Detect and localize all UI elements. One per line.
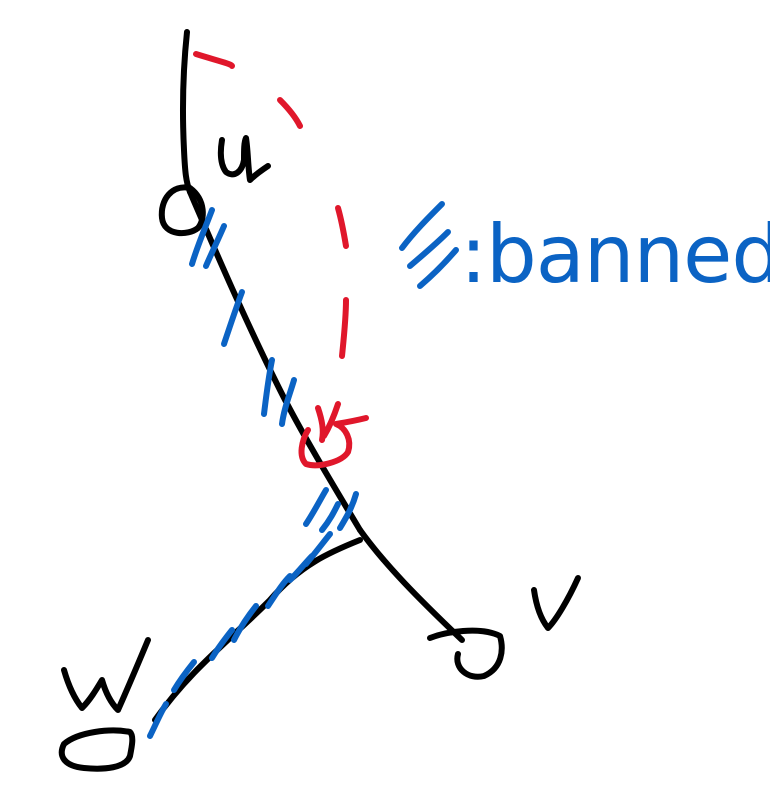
red-circle: [298, 415, 369, 469]
red-dashed-arc: [193, 51, 235, 69]
node-w-circle: [58, 727, 136, 772]
node-v-circle: [427, 627, 505, 680]
label-v: [531, 575, 581, 631]
red-highlight: [193, 51, 369, 469]
label-u: [217, 135, 271, 183]
legend-label: :banned: [460, 208, 770, 301]
legend: [399, 201, 459, 289]
legend-hatch-icon: [399, 201, 459, 289]
stem-above-u: [180, 29, 193, 195]
node-u-circle: [158, 184, 206, 237]
node-labels: [61, 135, 581, 713]
label-w: [61, 637, 151, 713]
banned-marks: [147, 207, 359, 739]
edges: [152, 29, 465, 723]
edge-junction-v: [357, 527, 465, 643]
edge-junction-w: [152, 537, 363, 723]
red-arrow-head: [315, 401, 341, 443]
nodes: [58, 184, 505, 772]
